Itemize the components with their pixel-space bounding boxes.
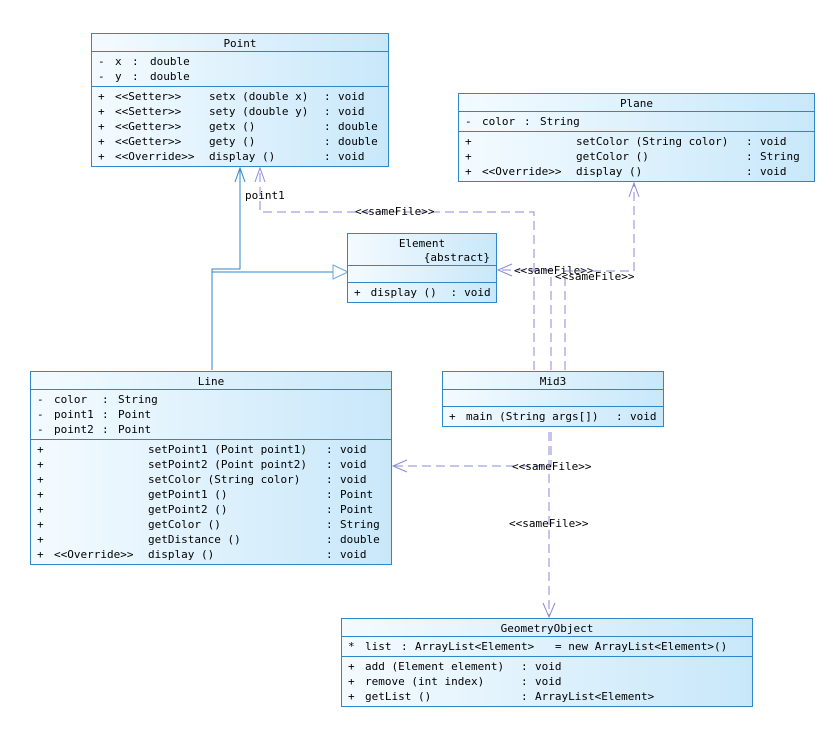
attributes-section: -color:String -point1:Point -point2:Poin…	[31, 390, 391, 440]
operation-row: +getPoint2 ():Point	[37, 503, 374, 516]
samefile-label-plane: <<sameFile>>	[555, 270, 635, 283]
attribute-row: -point2:Point	[37, 423, 152, 436]
dependency-mid3-to-point	[259, 168, 535, 370]
operation-row: +setColor (String color):void	[465, 135, 787, 148]
attributes-section: -color:String	[459, 112, 814, 132]
class-element[interactable]: Element {abstract} +display ():void	[347, 233, 497, 303]
operation-row: +add (Element element):void	[348, 660, 562, 673]
operation-row: +getDistance ():double	[37, 533, 380, 546]
class-line[interactable]: Line -color:String -point1:Point -point2…	[30, 371, 392, 565]
operation-row: +<<Override>>display ():void	[37, 548, 367, 561]
operation-row: +<<Setter>>sety (double y):void	[98, 105, 365, 118]
operation-row: +setPoint1 (Point point1):void	[37, 443, 367, 456]
generalization-arrowhead	[332, 264, 350, 280]
dependency-line-arrowhead	[391, 459, 408, 473]
operation-row: +<<Override>>display ():void	[465, 165, 787, 178]
attributes-section	[348, 266, 496, 283]
dependency-plane-arrowhead	[628, 181, 640, 198]
dependency-geometry-arrowhead	[542, 602, 556, 619]
operations-section: +main (String args[]):void	[443, 407, 663, 426]
class-mid3[interactable]: Mid3 +main (String args[]):void	[442, 371, 664, 427]
class-title: Plane	[459, 94, 814, 112]
operation-row: +setPoint2 (Point point2):void	[37, 458, 367, 471]
association-line-to-point	[211, 168, 241, 370]
dependency-element-arrowhead	[496, 263, 513, 277]
attribute-row: -point1:Point	[37, 408, 152, 421]
attribute-row: *list:ArrayList<Element>= new ArrayList<…	[348, 640, 728, 653]
attribute-row: -y:double	[98, 70, 190, 83]
operation-row: +main (String args[]):void	[449, 410, 657, 423]
dependency-mid3-to-element	[498, 269, 552, 370]
attributes-section	[443, 390, 663, 407]
abstract-stereotype: {abstract}	[423, 251, 490, 264]
class-title: Mid3	[443, 372, 663, 390]
operations-section: +setPoint1 (Point point1):void +setPoint…	[31, 440, 391, 564]
class-plane[interactable]: Plane -color:String +setColor (String co…	[458, 93, 815, 182]
dependency-point-arrowhead	[254, 166, 266, 183]
operations-section: +<<Setter>>setx (double x):void +<<Sette…	[92, 87, 388, 166]
operation-row: +remove (int index):void	[348, 675, 562, 688]
operation-row: +setColor (String color):void	[37, 473, 367, 486]
operation-row: +<<Getter>>getx ():double	[98, 120, 378, 133]
generalization-line-to-element	[211, 271, 333, 370]
operation-row: +getPoint1 ():Point	[37, 488, 374, 501]
operation-row: +<<Setter>>setx (double x):void	[98, 90, 365, 103]
association-arrowhead	[234, 166, 246, 183]
association-role-label: point1	[245, 189, 285, 202]
class-title: Element {abstract}	[348, 234, 496, 266]
operations-section: +setColor (String color):void +getColor …	[459, 132, 814, 181]
class-point[interactable]: Point -x:double -y:double +<<Setter>>set…	[91, 33, 389, 167]
attributes-section: -x:double -y:double	[92, 52, 388, 87]
class-title: Point	[92, 34, 388, 52]
class-title: Line	[31, 372, 391, 390]
operation-row: +display ():void	[354, 286, 490, 299]
class-title: GeometryObject	[342, 619, 752, 637]
operation-row: +<<Getter>>gety ():double	[98, 135, 378, 148]
samefile-label-element: <<sameFile>>	[514, 264, 594, 277]
dependency-mid3-to-plane	[564, 183, 635, 370]
operation-row: +getColor ():String	[465, 150, 800, 163]
samefile-label-line: <<sameFile>>	[512, 460, 592, 473]
attribute-row: -x:double	[98, 55, 190, 68]
attribute-row: -color:String	[465, 115, 580, 128]
class-name: Element	[398, 237, 446, 250]
operations-section: +add (Element element):void +remove (int…	[342, 657, 752, 706]
operation-row: +<<Override>>display ():void	[98, 150, 365, 163]
operation-row: +getList ():ArrayList<Element>	[348, 690, 655, 703]
attribute-row: -color:String	[37, 393, 158, 406]
class-geometry-object[interactable]: GeometryObject *list:ArrayList<Element>=…	[341, 618, 753, 707]
operations-section: +display ():void	[348, 283, 496, 302]
attributes-section: *list:ArrayList<Element>= new ArrayList<…	[342, 637, 752, 657]
dependency-mid3-to-line	[393, 432, 552, 467]
samefile-label-point: <<sameFile>>	[355, 205, 435, 218]
operation-row: +getColor ():String	[37, 518, 380, 531]
samefile-label-geometry: <<sameFile>>	[509, 517, 589, 530]
